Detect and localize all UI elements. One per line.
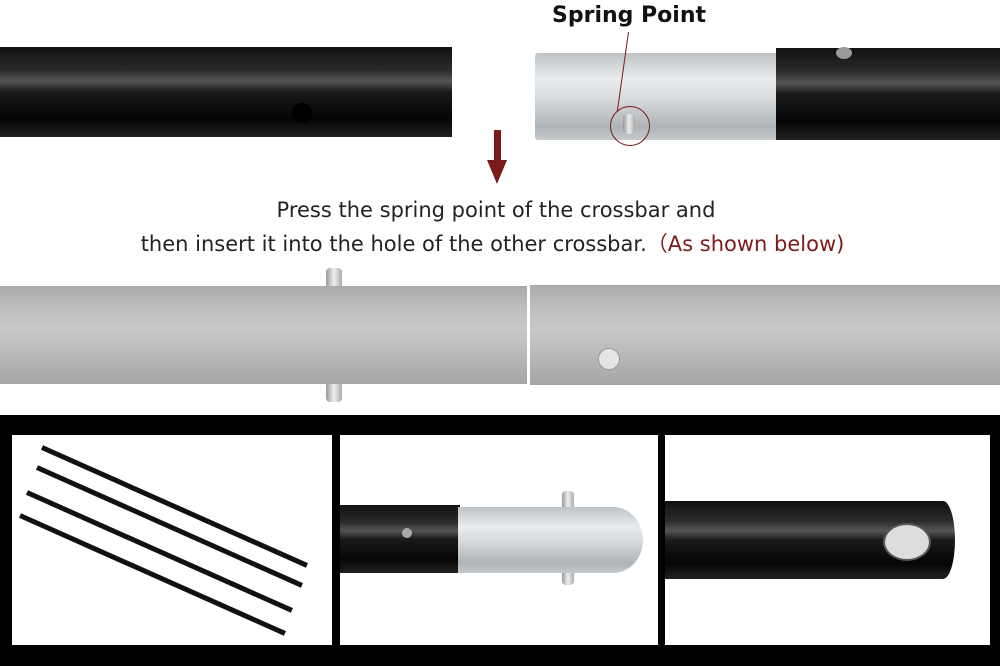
panel-hole-closeup	[665, 435, 990, 645]
hole	[292, 103, 312, 123]
instruction-note: （As shown below)	[646, 232, 845, 256]
crossbar-3	[25, 490, 293, 613]
crossbar-4	[18, 513, 286, 636]
spring-point-circle-icon	[610, 106, 650, 146]
crossbar-with-hole	[0, 47, 452, 137]
silver-sleeve	[535, 53, 780, 140]
instruction-line-1: Press the spring point of the crossbar a…	[276, 198, 716, 222]
rivet	[836, 47, 852, 59]
crossbar-2	[35, 465, 303, 588]
closeup-hole	[883, 523, 931, 561]
down-arrow-head	[487, 160, 507, 184]
spring-pin	[623, 114, 635, 134]
closeup-black-tube	[340, 505, 460, 573]
panel-all-crossbars	[12, 435, 332, 645]
closeup-top-pin	[562, 491, 574, 511]
spring-point-label: Spring Point	[552, 3, 707, 28]
crossbar-1	[40, 445, 308, 568]
instruction-line-2: then insert it into the hole of the othe…	[140, 232, 647, 256]
joined-crossbar-right	[530, 285, 1000, 385]
pin-hole	[598, 348, 620, 370]
instruction-line-2-wrap: then insert it into the hole of the othe…	[0, 228, 985, 258]
down-arrow-icon	[494, 130, 501, 162]
joined-crossbar-left	[0, 286, 527, 384]
closeup-rivet	[402, 528, 412, 538]
bottom-pin	[326, 378, 342, 402]
panel-sleeve-closeup	[340, 435, 658, 645]
closeup-silver-sleeve	[458, 507, 643, 573]
crossbar-with-spring	[776, 48, 1000, 140]
